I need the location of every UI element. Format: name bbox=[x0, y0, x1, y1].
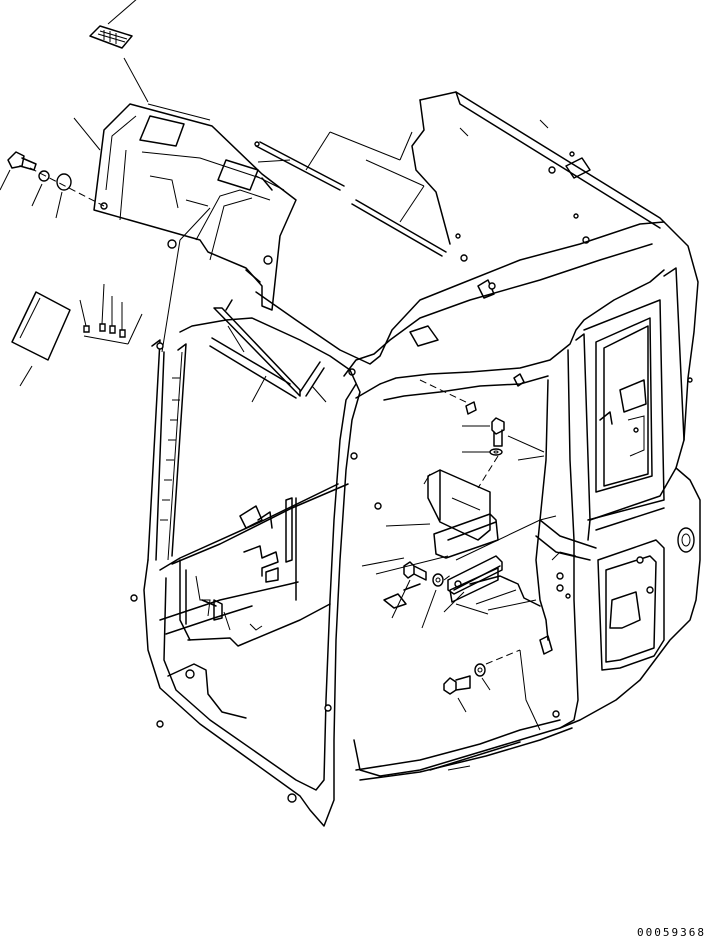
leader-line bbox=[422, 590, 436, 628]
assembly-line bbox=[486, 650, 520, 664]
leader-line bbox=[508, 436, 544, 452]
leader-line bbox=[148, 104, 210, 120]
small-clip bbox=[466, 402, 476, 414]
leader-line bbox=[456, 604, 488, 614]
leader-line bbox=[400, 186, 424, 222]
assembly-line bbox=[478, 456, 498, 488]
upper-cover bbox=[94, 104, 296, 310]
leader-line bbox=[400, 132, 412, 160]
leader-line bbox=[312, 386, 326, 402]
bolt-upper bbox=[490, 418, 504, 455]
vertical-seal bbox=[148, 340, 186, 560]
bracket-plate bbox=[448, 556, 502, 602]
leader-line bbox=[330, 132, 400, 160]
trim-strip bbox=[210, 300, 324, 398]
leader-line bbox=[476, 590, 516, 604]
leader-line bbox=[252, 376, 266, 402]
assembly-line bbox=[420, 380, 470, 404]
washer-large bbox=[57, 174, 71, 190]
leader-line bbox=[228, 326, 244, 352]
leader-line bbox=[444, 592, 464, 612]
leader-line bbox=[108, 0, 138, 24]
leader-line bbox=[366, 160, 424, 186]
leader-line bbox=[362, 558, 404, 566]
bolt-middle bbox=[404, 562, 443, 586]
small-clip bbox=[514, 374, 524, 386]
clip-set bbox=[80, 284, 142, 344]
drawing-code: 00059368 bbox=[637, 926, 706, 939]
wiper-rod bbox=[255, 142, 446, 256]
leader-line bbox=[124, 58, 148, 102]
leader-line bbox=[306, 132, 330, 170]
washer bbox=[39, 171, 49, 181]
leader-line bbox=[0, 170, 10, 190]
leader-line bbox=[74, 118, 100, 150]
leader-line bbox=[56, 192, 62, 218]
leader-line bbox=[458, 698, 466, 712]
leader-line bbox=[482, 678, 490, 690]
leader-line bbox=[392, 580, 410, 618]
leader-line bbox=[180, 208, 210, 240]
cab-body bbox=[131, 92, 700, 826]
cover-plate bbox=[12, 292, 70, 360]
leader-line bbox=[424, 474, 430, 484]
assembly-line bbox=[444, 574, 452, 580]
assembly-line bbox=[30, 168, 104, 206]
leader-line bbox=[20, 366, 32, 386]
leader-line bbox=[518, 456, 544, 460]
leader-line bbox=[386, 524, 430, 526]
mounting-bracket bbox=[428, 470, 498, 558]
label-plate bbox=[90, 26, 132, 48]
leader-line bbox=[32, 184, 42, 206]
bolt bbox=[8, 152, 36, 170]
bolt-lower bbox=[444, 664, 485, 694]
leader-line bbox=[162, 240, 180, 352]
